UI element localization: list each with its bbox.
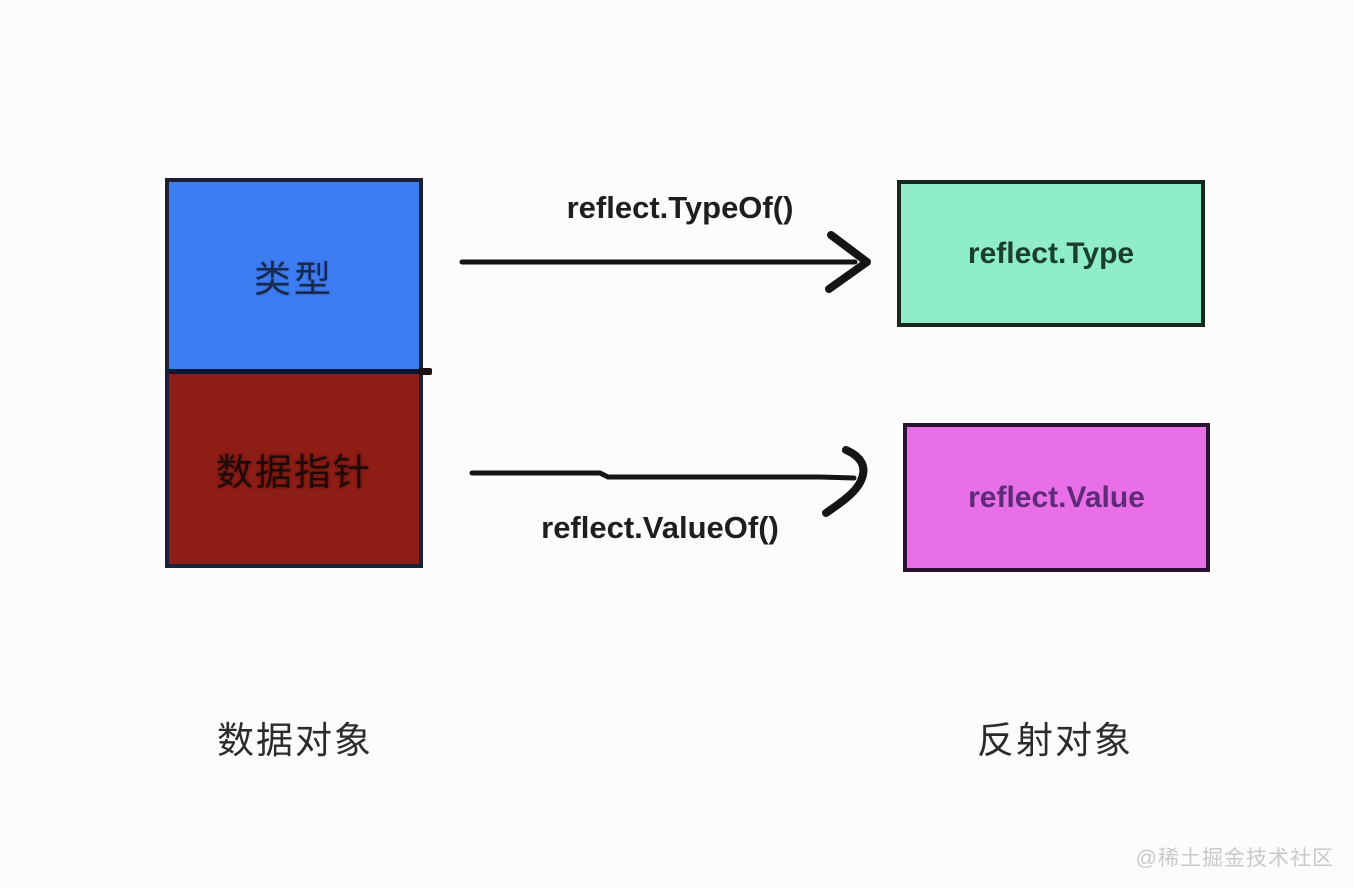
reflect-value-box: reflect.Value bbox=[903, 423, 1210, 572]
valueof-arrow-label: reflect.ValueOf() bbox=[541, 510, 779, 545]
reflection-object-caption: 反射对象 bbox=[977, 720, 1133, 761]
data-pointer-field-box: 数据指针 bbox=[169, 374, 419, 564]
divider-tick bbox=[418, 368, 432, 375]
stack-divider bbox=[169, 368, 432, 375]
community-watermark: @稀土掘金技术社区 bbox=[1135, 847, 1334, 870]
valueof-arrow-icon bbox=[469, 446, 868, 517]
data-object-caption: 数据对象 bbox=[217, 720, 373, 761]
type-field-box: 类型 bbox=[169, 182, 419, 369]
typeof-arrow-label: reflect.TypeOf() bbox=[566, 190, 794, 225]
reflect-type-box: reflect.Type bbox=[897, 180, 1205, 327]
interface-word-stack: 类型 数据指针 bbox=[165, 178, 432, 568]
typeof-arrow-icon bbox=[459, 231, 871, 293]
